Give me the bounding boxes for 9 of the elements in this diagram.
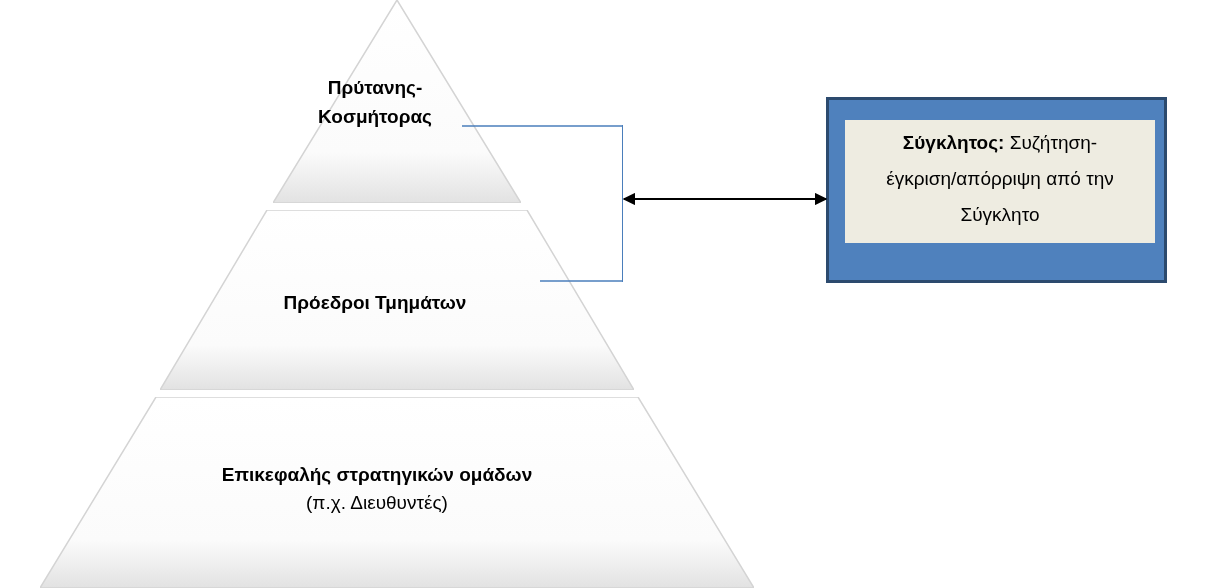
tier-heading: Πρόεδροι Τμημάτων <box>282 291 468 315</box>
tier-heading: Πρύτανης- Κοσμήτορας <box>317 76 433 129</box>
connector-line <box>461 125 623 127</box>
info-box <box>826 97 1167 283</box>
panel-text: Σύγκλητος: Συζήτηση- έγκριση/απόρριψη από την Σύγκλητο <box>885 131 1115 227</box>
double-arrow <box>622 192 828 206</box>
tier-note: (π.χ. Διευθυντές) <box>305 491 449 515</box>
tier-heading: Επικεφαλής στρατηγικών ομάδων <box>220 463 534 487</box>
connector-line <box>539 280 623 282</box>
